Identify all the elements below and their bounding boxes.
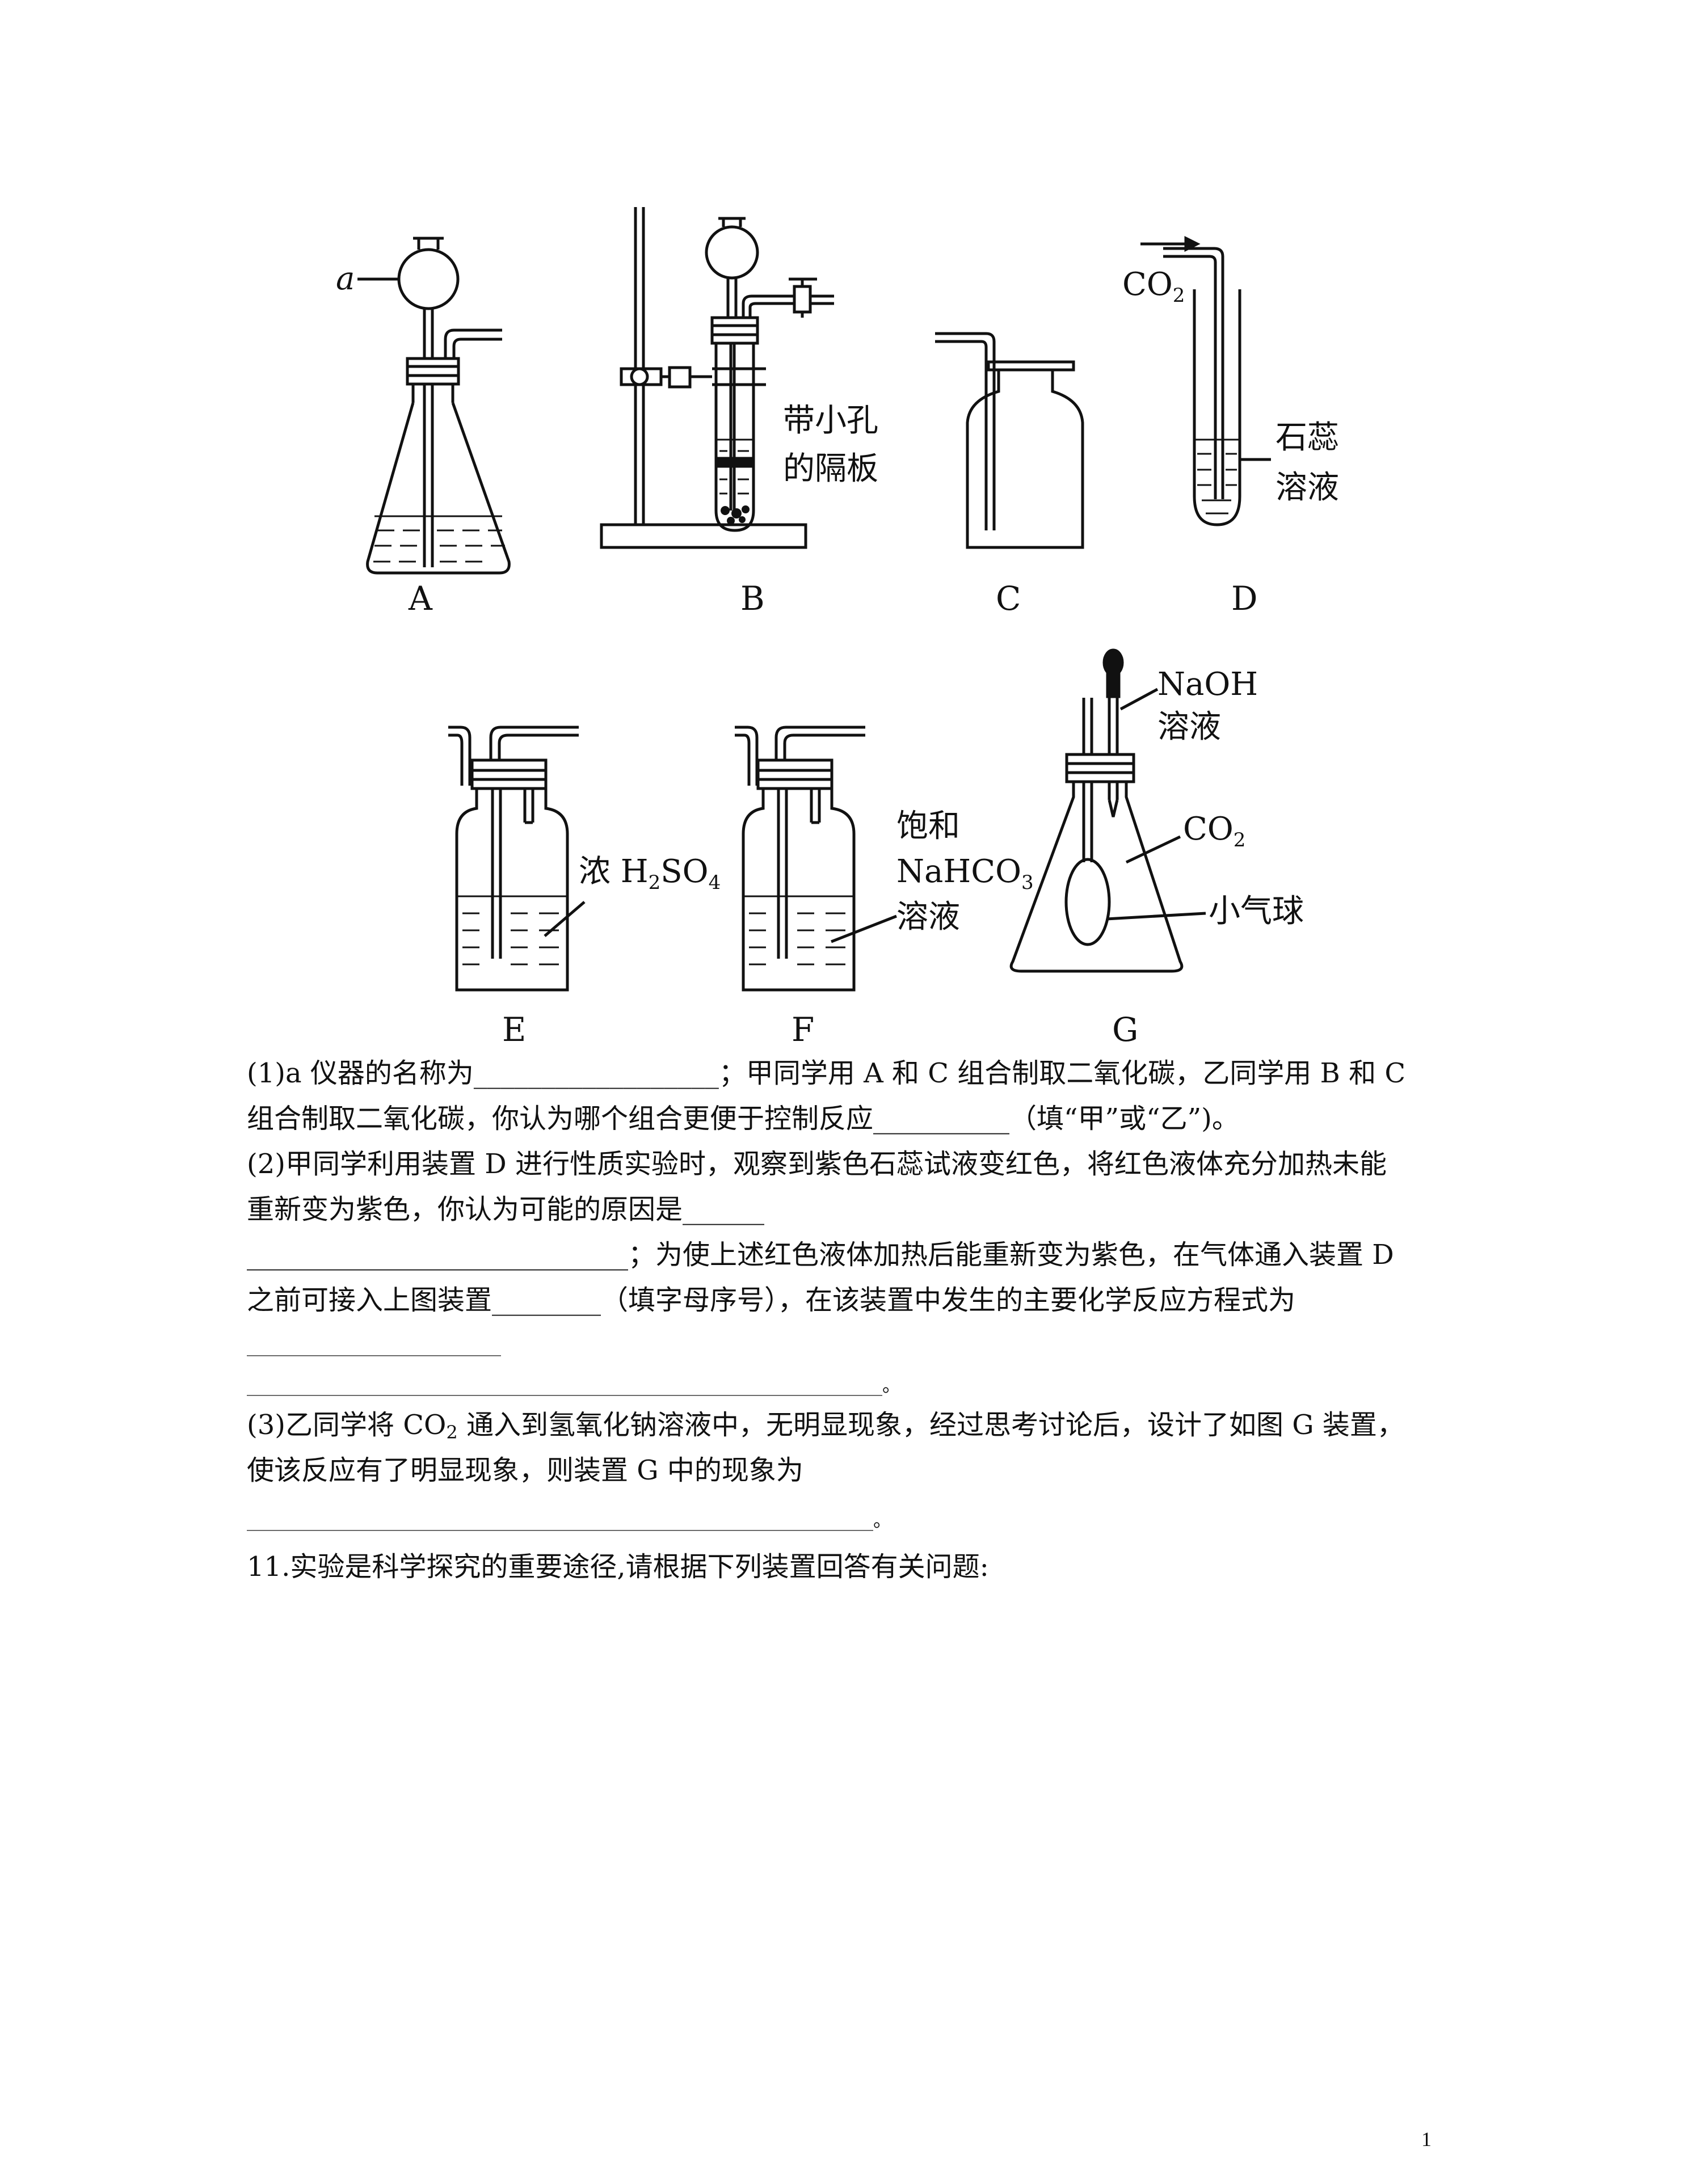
label-d-gas: CO2 bbox=[1122, 266, 1185, 307]
apparatus-g bbox=[1009, 648, 1206, 973]
label-e: 浓 H2SO4 bbox=[579, 853, 721, 894]
page-number: 1 bbox=[1421, 2128, 1432, 2151]
apparatus-e bbox=[448, 726, 586, 992]
question-2-line-5: ____________________________ bbox=[247, 1335, 501, 1356]
question-1-line-1: (1)a 仪器的名称为__________________；甲同学用 A 和 C… bbox=[247, 1057, 1406, 1089]
label-d-liquid-line2: 溶液 bbox=[1276, 469, 1339, 506]
question-3-line-1: (3)乙同学将 CO2 通入到氢氧化钠溶液中，无明显现象，经过思考讨论后，设计了… bbox=[247, 1409, 1404, 1443]
question-1-line-2: 组合制取二氧化碳，你认为哪个组合更便于控制反应__________（填“甲”或“… bbox=[247, 1103, 1239, 1135]
caption-e: E bbox=[502, 1010, 526, 1049]
question-11: 11.实验是科学探究的重要途径,请根据下列装置回答有关问题: bbox=[247, 1551, 989, 1583]
question-2-line-2: 重新变为紫色，你认为可能的原因是______ bbox=[247, 1194, 765, 1225]
apparatus-figure: a bbox=[336, 207, 1339, 1049]
label-d-liquid-line1: 石蕊 bbox=[1276, 419, 1339, 456]
question-2-line-3: ____________________________；为使上述红色液体加热后… bbox=[247, 1239, 1394, 1271]
caption-c: C bbox=[996, 579, 1021, 618]
caption-a: A bbox=[408, 579, 433, 618]
question-2-line-6: ________________________________________… bbox=[247, 1375, 900, 1396]
label-b-line1: 带小孔 bbox=[783, 402, 878, 439]
apparatus-b bbox=[600, 207, 834, 549]
caption-g: G bbox=[1112, 1010, 1138, 1049]
caption-d: D bbox=[1231, 579, 1258, 618]
label-b-line2: 的隔板 bbox=[783, 450, 878, 487]
label-g-dropper-line1: NaOH bbox=[1157, 666, 1258, 703]
label-f-line3: 溶液 bbox=[896, 899, 960, 935]
question-3-line-3: ________________________________________… bbox=[247, 1510, 891, 1531]
label-a: a bbox=[336, 260, 355, 297]
question-3-line-2: 使该反应有了明显现象，则装置 G 中的现象为 bbox=[247, 1454, 803, 1486]
apparatus-a bbox=[357, 237, 511, 575]
apparatus-f bbox=[735, 726, 897, 992]
label-g-balloon: 小气球 bbox=[1209, 893, 1304, 930]
label-f-line1: 饱和 bbox=[896, 808, 960, 845]
apparatus-c bbox=[935, 332, 1084, 549]
caption-f: F bbox=[792, 1010, 814, 1049]
label-g-gas: CO2 bbox=[1183, 811, 1245, 851]
caption-b: B bbox=[740, 579, 765, 618]
question-2-line-4: 之前可接入上图装置________（填字母序号），在该装置中发生的主要化学反应方… bbox=[247, 1284, 1296, 1316]
apparatus-d bbox=[1140, 235, 1271, 526]
question-2-line-1: (2)甲同学利用装置 D 进行性质实验时，观察到紫色石蕊试液变红色，将红色液体充… bbox=[247, 1148, 1387, 1180]
label-g-dropper-line2: 溶液 bbox=[1157, 709, 1221, 745]
label-f-line2: NaHCO3 bbox=[896, 853, 1034, 894]
